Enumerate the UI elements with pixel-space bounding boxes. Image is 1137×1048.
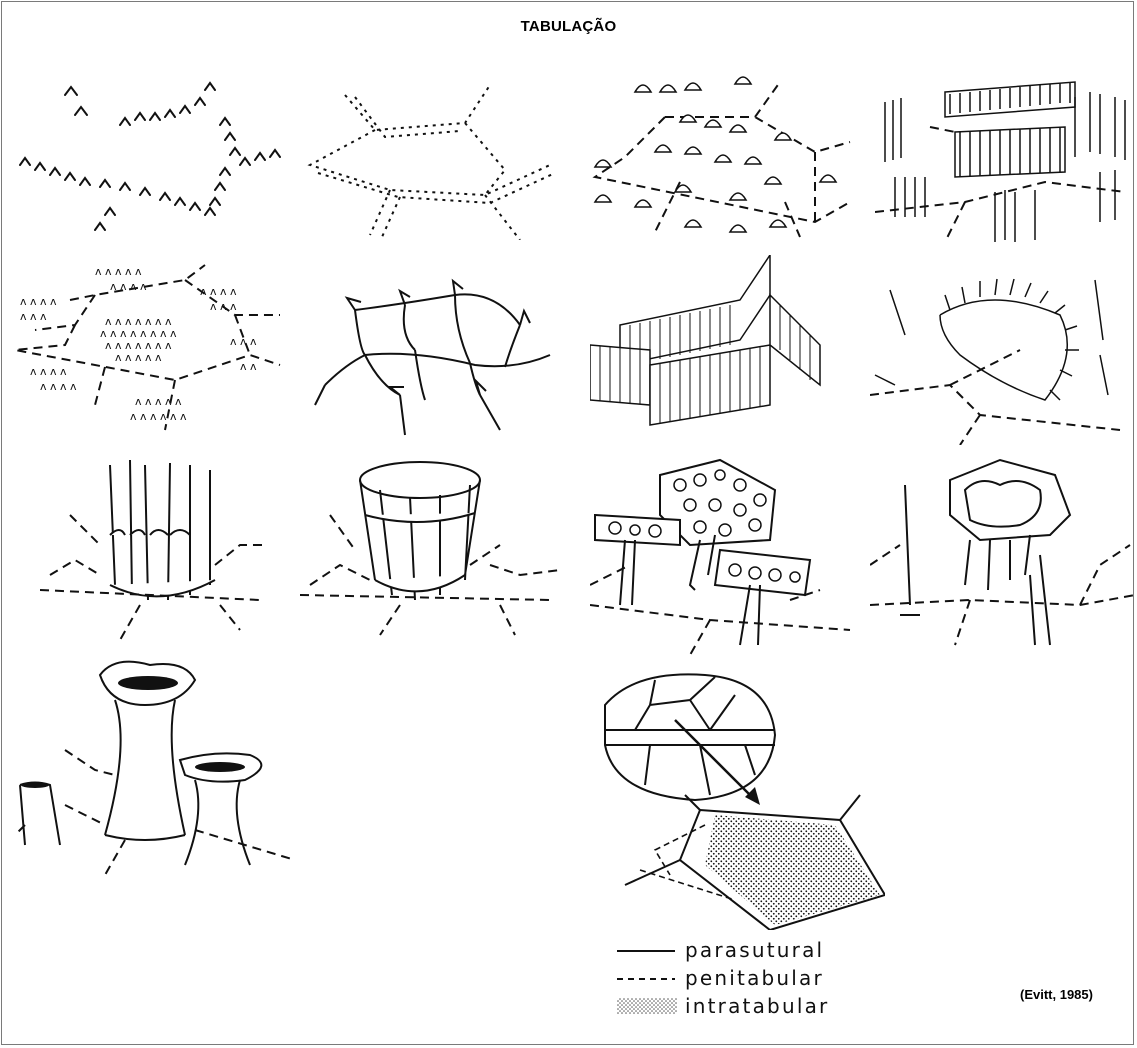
legend-swatch-dashed-line (615, 966, 677, 990)
legend-label-parasutural: parasutural (685, 938, 824, 962)
legend-item-parasutural: parasutural (615, 938, 875, 962)
illustration-parasutural-spines (300, 75, 565, 240)
panel-intratabular-fused-spines (40, 455, 270, 640)
legend-label-intratabular: intratabular (685, 994, 829, 1018)
panel-intratabular-spines: ʌ ʌ ʌ ʌ ʌ ʌ ʌ ʌ ʌ ʌ ʌ ʌ ʌ ʌ ʌ ʌ ʌ ʌ ʌ ʌ ʌ ʌ… (15, 255, 285, 440)
illustration-penitabular-processes (15, 655, 305, 880)
svg-text:ʌ ʌ: ʌ ʌ (240, 360, 257, 373)
svg-text:ʌ ʌ ʌ ʌ ʌ: ʌ ʌ ʌ ʌ ʌ (135, 395, 182, 408)
svg-text:ʌ ʌ ʌ ʌ: ʌ ʌ ʌ ʌ (40, 380, 77, 393)
panel-intratabular-processes (585, 72, 855, 247)
svg-text:ʌ ʌ ʌ: ʌ ʌ ʌ (230, 335, 257, 348)
legend-label-penitabular: penitabular (685, 966, 824, 990)
svg-text:ʌ ʌ ʌ ʌ ʌ: ʌ ʌ ʌ ʌ ʌ (95, 265, 142, 278)
illustration-gonal-processes (305, 255, 565, 440)
citation: (Evitt, 1985) (1020, 987, 1093, 1002)
panel-parasutural-crests (15, 75, 285, 240)
legend-item-intratabular: intratabular (615, 994, 875, 1018)
figure-title: TABULAÇÃO (0, 18, 1137, 35)
svg-text:ʌ ʌ ʌ ʌ: ʌ ʌ ʌ ʌ (30, 365, 67, 378)
svg-text:ʌ ʌ ʌ: ʌ ʌ ʌ (20, 310, 47, 323)
panel-gonal-processes (305, 255, 565, 440)
svg-text:ʌ ʌ ʌ ʌ: ʌ ʌ ʌ ʌ (110, 280, 147, 293)
illustration-trabecular-platforms (590, 455, 855, 665)
illustration-trabecular-network (870, 455, 1135, 655)
svg-text:ʌ ʌ ʌ ʌ ʌ ʌ: ʌ ʌ ʌ ʌ ʌ ʌ (130, 410, 187, 423)
svg-text:ʌ ʌ ʌ: ʌ ʌ ʌ (210, 300, 237, 313)
illustration-intratabular-fused-spines (40, 455, 270, 640)
illustration-penitabular-crests (870, 255, 1135, 445)
illustration-parasutural-crests (15, 75, 285, 240)
panel-parasutural-spines (300, 75, 565, 240)
illustration-intratabular-spines: ʌ ʌ ʌ ʌ ʌ ʌ ʌ ʌ ʌ ʌ ʌ ʌ ʌ ʌ ʌ ʌ ʌ ʌ ʌ ʌ ʌ ʌ… (15, 255, 285, 440)
panel-parasutural-membranes (875, 72, 1135, 247)
panel-penitabular-processes (15, 655, 305, 880)
panel-trabecular-fence (300, 455, 565, 640)
illustration-parasutural-walls (590, 255, 855, 440)
legend-swatch-solid-line (615, 938, 677, 962)
illustration-trabecular-fence (300, 455, 565, 640)
svg-text:ʌ ʌ ʌ ʌ: ʌ ʌ ʌ ʌ (200, 285, 237, 298)
svg-text:ʌ ʌ ʌ ʌ ʌ: ʌ ʌ ʌ ʌ ʌ (115, 351, 162, 364)
panel-penitabular-crests (870, 255, 1135, 445)
svg-text:ʌ ʌ ʌ ʌ: ʌ ʌ ʌ ʌ (20, 295, 57, 308)
illustration-intratabular-processes (585, 72, 855, 247)
panel-trabecular-platforms (590, 455, 855, 665)
illustration-cyst-and-plate-detail (595, 665, 885, 930)
legend-swatch-stipple (615, 994, 681, 1018)
legend-item-penitabular: penitabular (615, 966, 875, 990)
illustration-parasutural-membranes (875, 72, 1135, 247)
panel-trabecular-network (870, 455, 1135, 655)
panel-parasutural-walls (590, 255, 855, 440)
panel-tabulation-legend-diagram (595, 665, 885, 930)
